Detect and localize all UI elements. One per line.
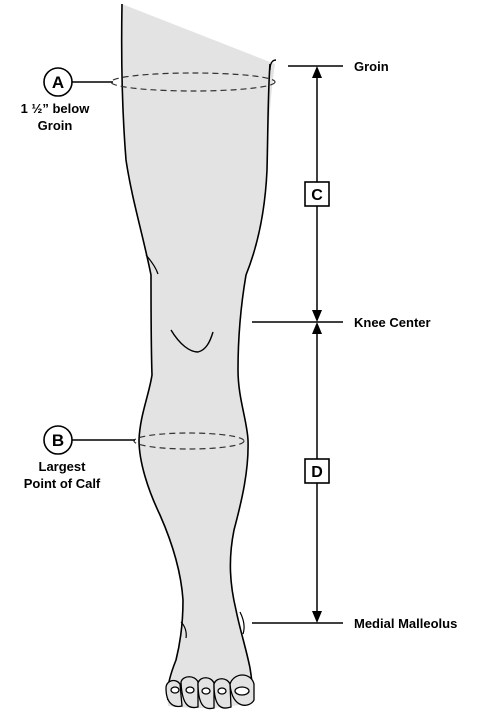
medial-malleolus-label: Medial Malleolus: [354, 616, 457, 631]
marker-b-letter: B: [52, 431, 64, 450]
marker-b-caption-line1: Largest: [39, 459, 87, 474]
marker-a-caption-line2: Groin: [38, 118, 73, 133]
dimension-c-label: C: [311, 187, 323, 204]
marker-b: B Largest Point of Calf: [24, 426, 135, 491]
dimension-d-label: D: [311, 464, 323, 481]
knee-center-label: Knee Center: [354, 315, 431, 330]
marker-b-caption-line2: Point of Calf: [24, 476, 101, 491]
marker-a-caption-line1: 1 ½” below: [21, 101, 91, 116]
marker-a: A 1 ½” below Groin: [21, 68, 113, 133]
leg-silhouette: [122, 4, 275, 708]
dimension-d: D: [305, 322, 329, 623]
groin-label: Groin: [354, 59, 389, 74]
dimension-c: C: [305, 66, 329, 322]
marker-a-letter: A: [52, 73, 64, 92]
